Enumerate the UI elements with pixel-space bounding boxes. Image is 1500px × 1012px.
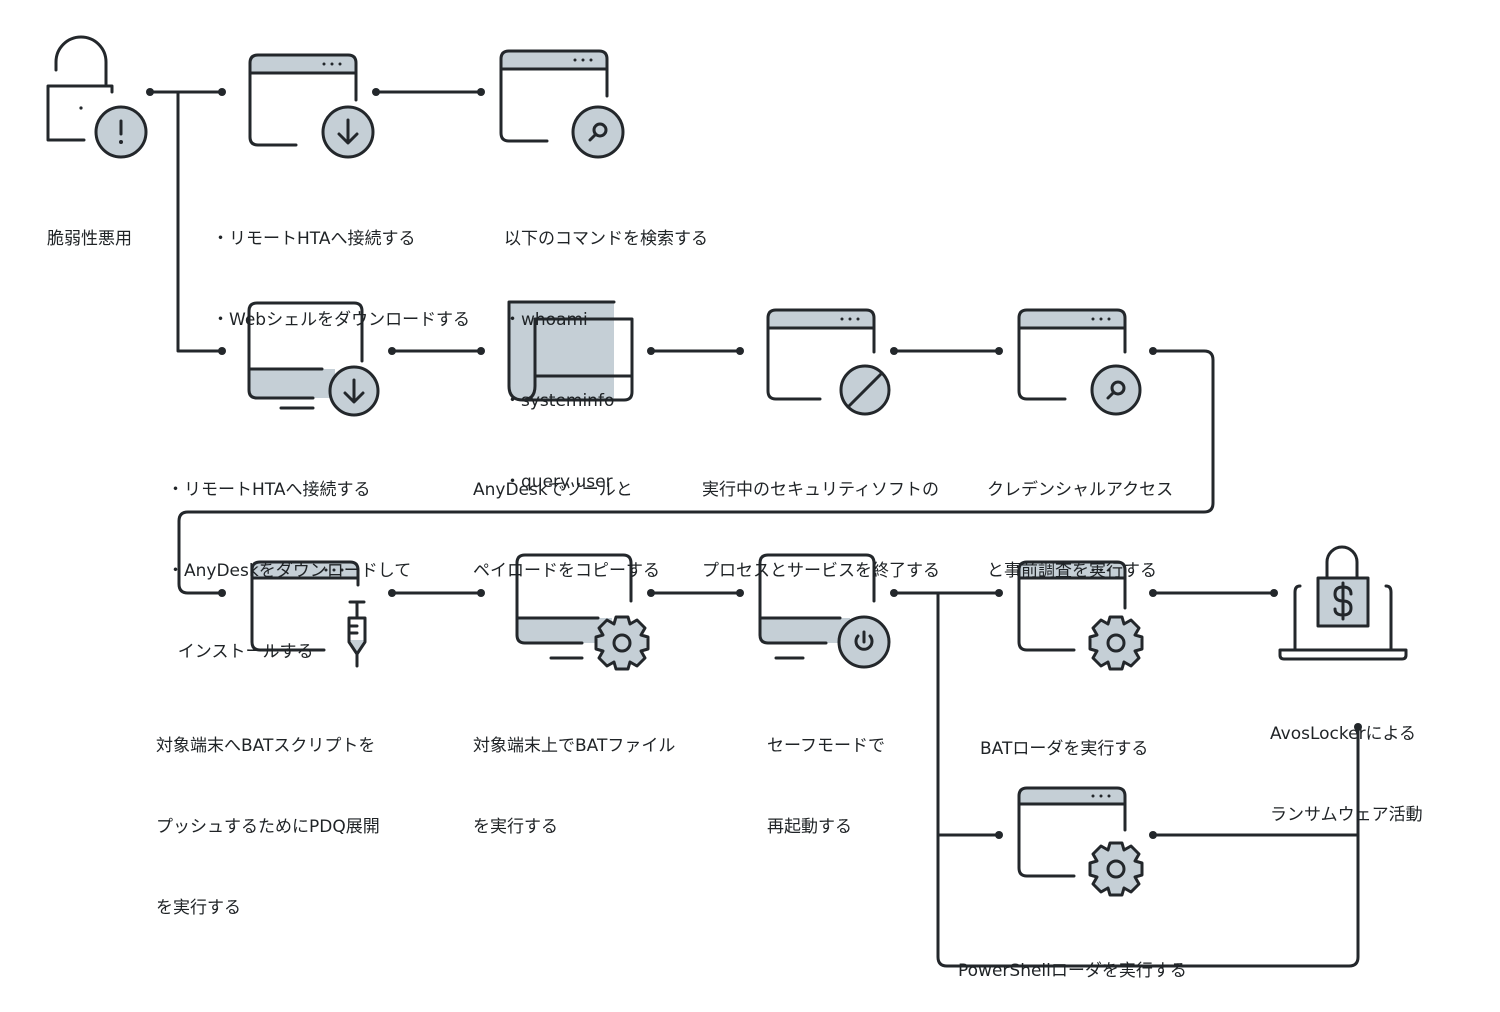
edge-safemode-to-powershell	[936, 591, 1360, 968]
connector-dot	[647, 347, 655, 355]
label-line: 以下のコマンドを検索する	[504, 229, 708, 249]
connector-dot	[1354, 723, 1362, 731]
connector-dot	[218, 347, 226, 355]
connector-dot	[218, 88, 226, 96]
label-line: ・Webシェルをダウンロードする	[212, 310, 471, 330]
label-line: BATローダを実行する	[980, 739, 1149, 759]
label-line: 再起動する	[767, 817, 852, 837]
connector-dot	[995, 347, 1003, 355]
connector-dot	[736, 589, 744, 597]
label-line: AnyDeskでツールと	[473, 480, 633, 500]
connector-dot	[388, 347, 396, 355]
connector-dot	[1270, 589, 1278, 597]
connector-dot	[890, 347, 898, 355]
browser-syringe-icon	[250, 560, 367, 668]
connector-dot	[1149, 347, 1157, 355]
label-line: クレデンシャルアクセス	[987, 480, 1174, 500]
gear-shape	[1088, 615, 1144, 671]
label-line: ・whoami	[504, 310, 588, 330]
browser-gear-icon	[1017, 560, 1144, 671]
connector-dots	[146, 88, 1362, 839]
node-label-exploit: 脆弱性悪用	[47, 172, 132, 280]
laptop-ransom-lock-icon	[1278, 545, 1408, 661]
edge-credential-to-pdq	[177, 349, 1215, 595]
connectors	[148, 90, 1360, 968]
connector-dot	[890, 589, 898, 597]
unlocked-padlock-warning-icon	[46, 35, 148, 159]
node-label-search-commands: 以下のコマンドを検索する ・whoami ・systeminfo ・query …	[504, 172, 708, 523]
label-line: を実行する	[156, 898, 241, 918]
label-line: PowerShellローダを実行する	[958, 961, 1187, 981]
node-label-anydesk-copy: AnyDeskでツールと ペイロードをコピーする	[473, 423, 660, 612]
node-label-remote-hta-webshell: ・リモートHTAへ接続する ・Webシェルをダウンロードする	[212, 172, 470, 361]
browser-gear-icon	[1017, 786, 1144, 897]
connector-dot	[372, 88, 380, 96]
label-line: ランサムウェア活動	[1270, 805, 1423, 825]
connector-dot	[388, 589, 396, 597]
connector-dot	[1149, 831, 1157, 839]
node-label-remote-hta-anydesk: ・リモートHTAへ接続する ・AnyDeskをダウンロードして インストールする	[167, 423, 411, 693]
browser-blocked-icon	[766, 308, 891, 416]
label-line: ペイロードをコピーする	[473, 561, 660, 581]
label-line: を実行する	[473, 817, 558, 837]
monitor-download-icon	[247, 301, 380, 417]
monitor-power-icon	[758, 553, 891, 669]
connector-dot	[647, 589, 655, 597]
label-line: ・systeminfo	[504, 391, 615, 411]
node-label-avoslocker: AvosLockerによる ランサムウェア活動	[1270, 667, 1423, 856]
label-line: AvosLockerによる	[1270, 724, 1417, 744]
gear-shape	[1088, 841, 1144, 897]
label-line: プッシュするためにPDQ展開	[156, 817, 380, 837]
node-label-kill-security: 実行中のセキュリティソフトの プロセスとサービスを終了する	[702, 423, 940, 612]
label-line: 対象端末へBATスクリプトを	[156, 736, 376, 756]
connector-dot	[146, 88, 154, 96]
label-line: と事前調査を実行する	[987, 561, 1157, 581]
copy-documents-icon	[507, 300, 634, 402]
connector-dot	[477, 88, 485, 96]
label-line: ・query user	[504, 472, 613, 492]
label-line: プロセスとサービスを終了する	[702, 561, 940, 581]
gear-shape	[594, 615, 650, 671]
label-line: 脆弱性悪用	[47, 229, 132, 249]
node-label-run-bat-file: 対象端末上でBATファイル を実行する	[473, 679, 675, 868]
label-line: セーフモードで	[767, 736, 885, 756]
connector-dot	[477, 347, 485, 355]
edge-exploit-to-anydesk	[176, 90, 224, 353]
browser-download-icon	[248, 53, 375, 159]
label-line: 実行中のセキュリティソフトの	[702, 480, 939, 500]
label-line: ・リモートHTAへ接続する	[167, 480, 371, 500]
node-label-safe-mode-reboot: セーフモードで 再起動する	[767, 679, 885, 868]
label-line: ・リモートHTAへ接続する	[212, 229, 416, 249]
monitor-gear-icon	[515, 553, 650, 671]
browser-search-icon	[499, 49, 625, 159]
browser-search-icon	[1017, 308, 1142, 416]
node-label-bat-loader: BATローダを実行する	[980, 682, 1148, 790]
label-line: インストールする	[167, 642, 314, 662]
connector-dot	[477, 589, 485, 597]
connector-dot	[995, 589, 1003, 597]
node-label-powershell-loader: PowerShellローダを実行する	[958, 904, 1187, 1012]
connector-dot	[995, 831, 1003, 839]
label-line: 対象端末上でBATファイル	[473, 736, 676, 756]
connector-dot	[218, 589, 226, 597]
connector-dot	[736, 347, 744, 355]
node-label-credential-access: クレデンシャルアクセス と事前調査を実行する	[987, 423, 1173, 612]
connector-dot	[1149, 589, 1157, 597]
label-line: ・AnyDeskをダウンロードして	[167, 561, 412, 581]
node-label-pdq-deploy: 対象端末へBATスクリプトを プッシュするためにPDQ展開 を実行する	[156, 679, 380, 949]
